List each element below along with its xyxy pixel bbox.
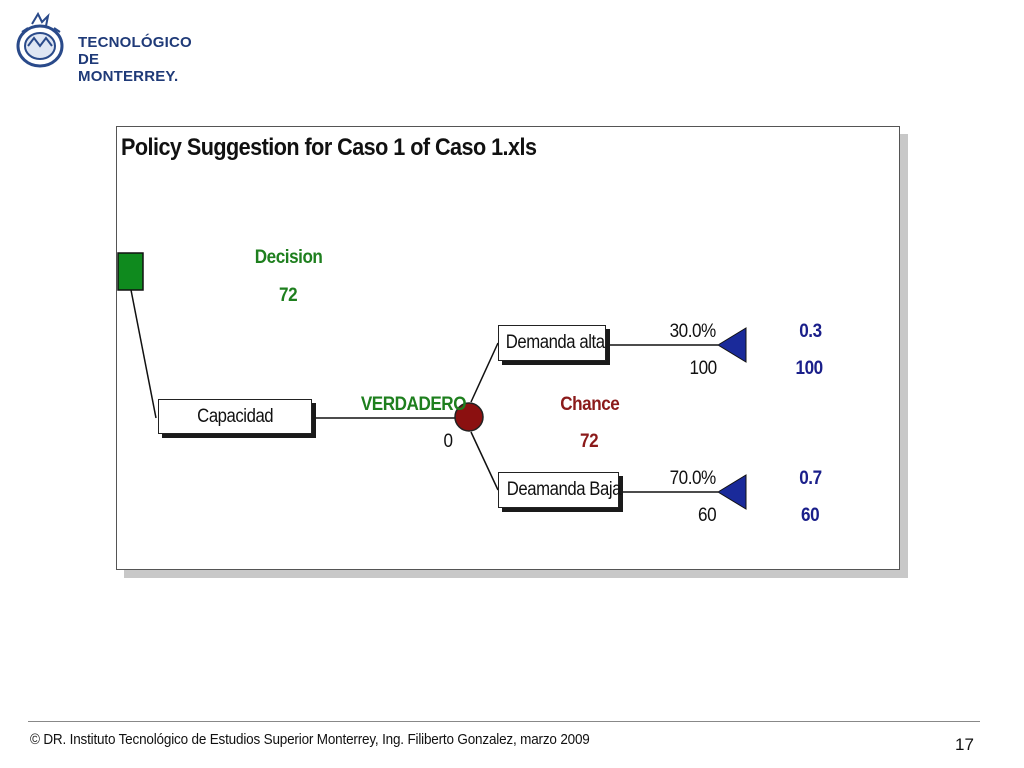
footer-copyright: © DR. Instituto Tecnológico de Estudios … <box>30 731 590 748</box>
outcome-2-connector <box>470 431 499 491</box>
logo-wordmark: TECNOLÓGICO DE MONTERREY. <box>78 34 192 85</box>
outcome-2-label: Deamanda Baja <box>506 479 622 500</box>
outcome-1-end-value: 100 <box>795 358 824 379</box>
outcome-1-payoff: 100 <box>689 358 718 379</box>
chance-node-icon <box>454 402 484 432</box>
outcome-1-label: Demanda alta <box>505 332 605 353</box>
decision-node-label: Capacidad <box>197 406 273 427</box>
decision-square-icon <box>117 252 144 291</box>
tec-seal-icon <box>16 11 64 68</box>
root-type-label: Decision <box>254 247 323 268</box>
outcome-1-box: Demanda alta <box>498 325 606 361</box>
footer-divider <box>28 721 980 722</box>
outcome-1-probability: 30.0% <box>669 321 717 342</box>
outcome-2-payoff: 60 <box>698 505 717 526</box>
root-connector <box>130 289 157 419</box>
terminal-node-1-icon <box>717 327 747 363</box>
tec-logo: TECNOLÓGICO DE MONTERREY. <box>14 10 192 85</box>
diagram-title: Policy Suggestion for Caso 1 of Caso 1.x… <box>121 134 537 161</box>
outcome-2-end-prob: 0.7 <box>799 468 822 489</box>
outcome-2-probability: 70.0% <box>669 468 717 489</box>
decision-node-box: Capacidad <box>158 399 312 434</box>
outcome-2-box: Deamanda Baja <box>498 472 622 508</box>
page-number: 17 <box>955 735 974 754</box>
outcome-1-end-prob: 0.3 <box>799 321 822 342</box>
outcome-2-end-value: 60 <box>801 505 820 526</box>
branch-label: VERDADERO <box>360 394 467 415</box>
branch-value: 0 <box>443 431 454 452</box>
root-value: 72 <box>279 285 298 306</box>
logo-line-1: TECNOLÓGICO <box>78 34 192 51</box>
outcome-1-connector <box>470 342 499 403</box>
logo-line-2: DE MONTERREY. <box>78 51 179 85</box>
terminal-node-2-icon <box>717 474 747 510</box>
chance-value: 72 <box>580 431 599 452</box>
chance-type-label: Chance <box>560 394 620 415</box>
